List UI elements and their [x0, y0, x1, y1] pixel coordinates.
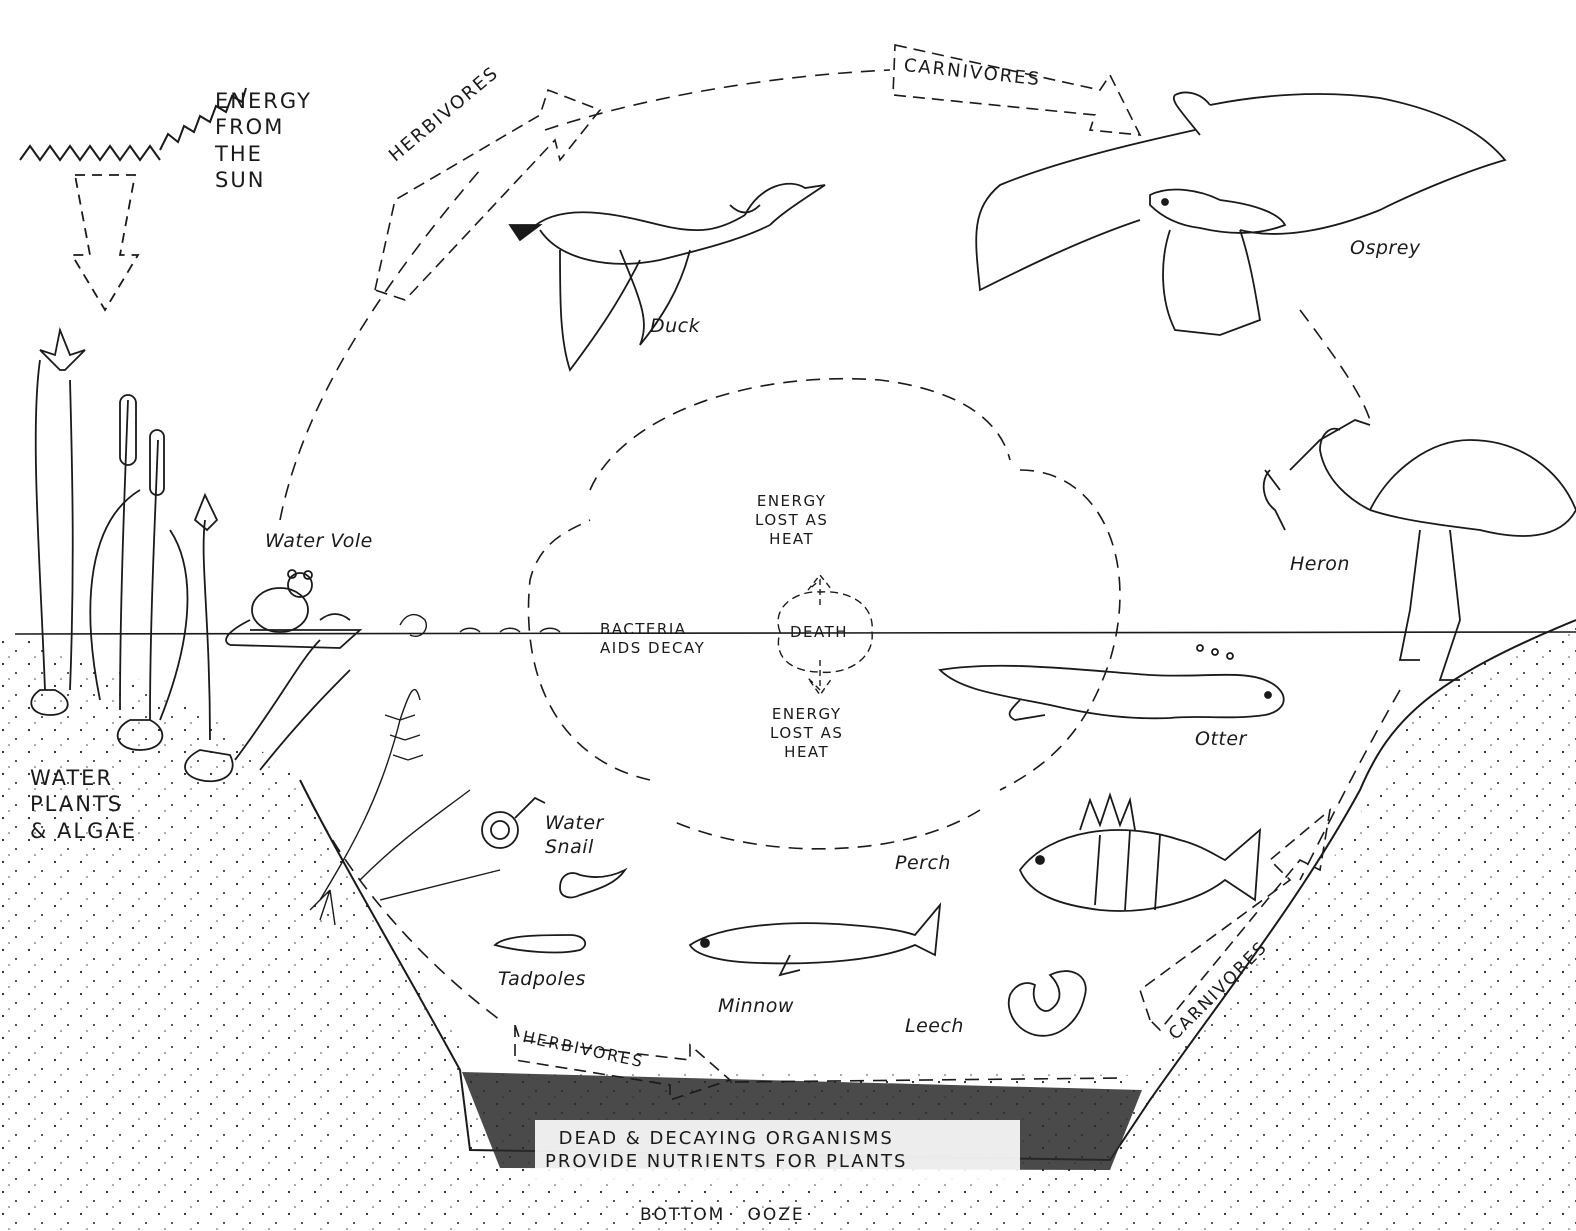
cycle-herbivores-to-carnivores — [545, 70, 890, 130]
minnow-label: Minnow — [718, 995, 794, 1019]
leech-illustration — [1009, 971, 1086, 1036]
heat-down-arrow — [808, 660, 832, 695]
water-plants-algae-label: WATER PLANTS & ALGAE — [30, 765, 137, 844]
water-vole-illustration — [226, 570, 360, 648]
water-snail-label: Water Snail — [545, 812, 604, 860]
osprey-label: Osprey — [1350, 237, 1421, 261]
energy-lost-heat-bottom-label: ENERGY LOST AS HEAT — [770, 705, 843, 761]
energy-lost-heat-top-label: ENERGY LOST AS HEAT — [755, 492, 828, 548]
inner-cycle-right — [1000, 470, 1120, 790]
minnow-illustration — [690, 905, 940, 975]
cycle-plants-to-herbivores — [280, 170, 480, 520]
water-snail-illustration — [482, 798, 545, 848]
tadpoles-illustration — [495, 870, 625, 952]
death-label: DEATH — [790, 623, 848, 642]
heron-label: Heron — [1290, 553, 1350, 577]
leech-label: Leech — [905, 1015, 964, 1039]
inner-cycle-top — [590, 379, 1010, 490]
cycle-osprey-to-heron — [1300, 310, 1370, 420]
water-vole-label: Water Vole — [265, 530, 373, 554]
heat-up-arrow — [808, 575, 832, 605]
bottom-ooze-label: BOTTOM OOZE — [640, 1205, 805, 1226]
inner-cycle-bottom — [670, 810, 980, 849]
sun-energy-arrow — [72, 175, 138, 310]
bacteria-aids-decay-label: BACTERIA AIDS DECAY — [600, 620, 705, 658]
osprey-illustration — [976, 92, 1505, 335]
energy-from-sun-label: ENERGY FROM THE SUN — [215, 88, 312, 193]
otter-label: Otter — [1195, 728, 1247, 752]
duck-label: Duck — [650, 315, 700, 339]
duck-illustration — [510, 184, 825, 370]
dead-decaying-organisms-label: DEAD & DECAYING ORGANISMS PROVIDE NUTRIE… — [545, 1128, 907, 1173]
perch-label: Perch — [895, 852, 951, 876]
tadpoles-label: Tadpoles — [498, 968, 586, 992]
perch-illustration — [1020, 795, 1260, 911]
herbivores-top-arrow — [375, 90, 600, 300]
sun-ray-left — [20, 146, 160, 160]
